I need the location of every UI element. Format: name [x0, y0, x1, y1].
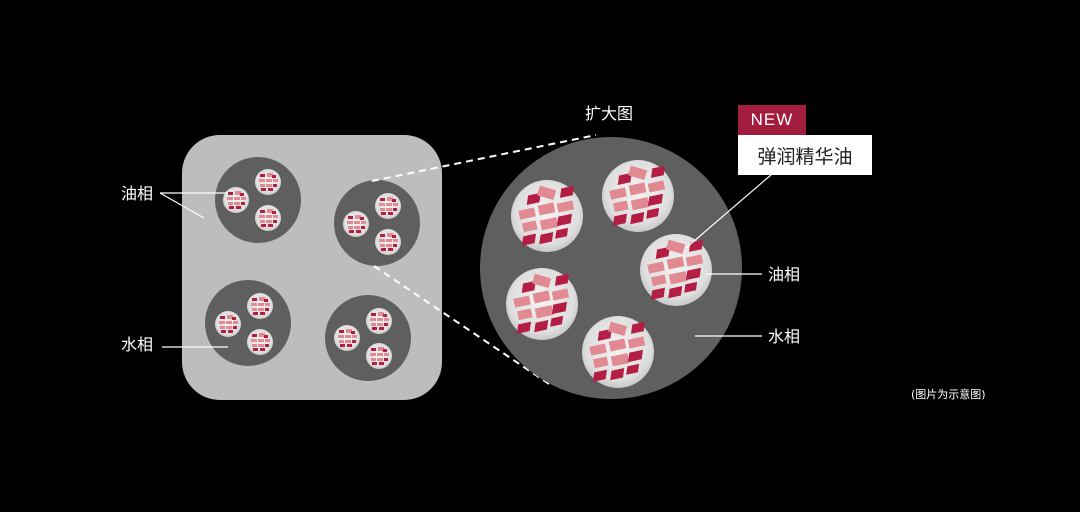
oil-droplet [325, 295, 411, 381]
oil-droplet [334, 180, 420, 266]
essence-oil-callout: 弹润精华油 [738, 135, 872, 175]
illustration-note: (图片为示意图) [911, 387, 986, 401]
leader-line [159, 192, 205, 219]
new-badge: NEW [738, 105, 806, 135]
zoom-line-top [371, 134, 597, 182]
water-phase-label-right: 水相 [768, 327, 800, 346]
oil-phase-label-right: 油相 [768, 265, 800, 284]
enlarged-oil-droplet [480, 137, 742, 399]
oil-droplet [205, 280, 291, 366]
water-phase-label-left: 水相 [121, 335, 153, 354]
oil-phase-label-left: 油相 [121, 184, 153, 203]
enlarged-title: 扩大图 [585, 104, 633, 123]
callout-leader [685, 173, 773, 249]
oil-droplet [215, 157, 301, 243]
